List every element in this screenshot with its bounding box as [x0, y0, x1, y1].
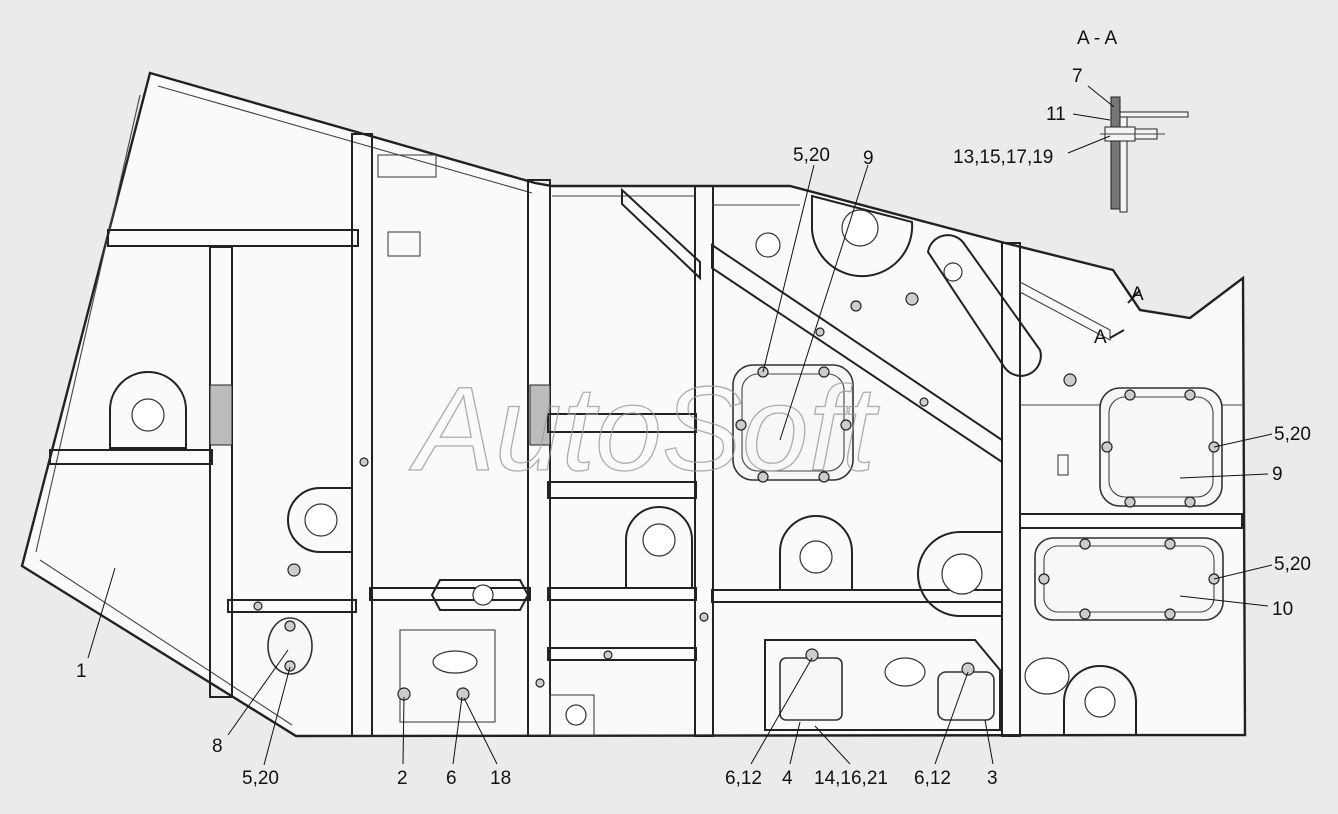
callout-label: 1	[76, 661, 87, 682]
section-detail	[1100, 96, 1189, 213]
callout-label: 2	[397, 768, 408, 789]
callout-label: 5,20	[1274, 554, 1311, 575]
callout-label: 10	[1272, 599, 1293, 620]
watermark-text: AutoSoft	[409, 362, 880, 496]
leader-lines	[87, 85, 1273, 766]
section-title: A - A	[1077, 28, 1117, 49]
section-mark-label: A	[1094, 327, 1107, 348]
callout-label: 14,16,21	[814, 768, 888, 789]
callout-label: 5,20	[1274, 424, 1311, 445]
diagonal-braces	[621, 187, 1111, 464]
callout-label: 13,15,17,19	[953, 147, 1053, 168]
callout-labels: A - A 7 11 13,15,17,19 5,20 9 5,20 9 5,2…	[76, 28, 1311, 789]
callout-label: 18	[490, 768, 511, 789]
callout-label: 7	[1072, 66, 1083, 87]
mount-brackets	[109, 154, 1137, 736]
section-marks: A A	[1094, 284, 1144, 348]
callout-label: 5,20	[793, 145, 830, 166]
callout-label: 11	[1046, 104, 1066, 125]
frame-outline	[20, 71, 1247, 738]
callout-label: 9	[863, 148, 874, 169]
section-mark-label: A	[1131, 284, 1144, 305]
callout-label: 3	[987, 768, 998, 789]
callout-label: 5,20	[242, 768, 279, 789]
fasteners	[253, 292, 1220, 701]
callout-label: 6,12	[914, 768, 951, 789]
callout-label: 9	[1272, 464, 1283, 485]
vertical-posts	[209, 133, 1021, 737]
callout-label: 6	[446, 768, 457, 789]
callout-label: 6,12	[725, 768, 762, 789]
callout-label: 8	[212, 736, 223, 757]
callout-label: 4	[782, 768, 793, 789]
